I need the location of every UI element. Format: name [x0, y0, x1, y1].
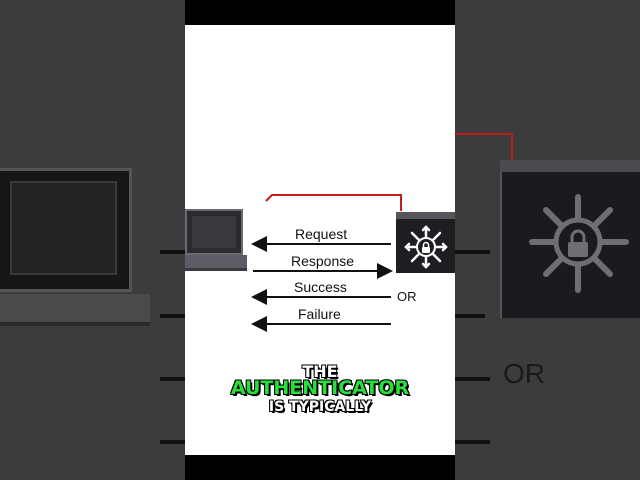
success-label: Success	[294, 279, 347, 295]
background-or-label: OR	[503, 358, 545, 389]
background-arrow	[455, 314, 485, 318]
caption-line-2: AUTHENTICATOR	[230, 376, 410, 400]
failure-label: Failure	[298, 306, 341, 322]
response-label: Response	[291, 253, 355, 269]
letterbox-top	[185, 0, 455, 25]
background-arrow	[160, 440, 185, 444]
background-laptop-icon	[0, 168, 132, 292]
message-arrows	[251, 236, 393, 332]
background-switch-icon	[500, 172, 640, 318]
background-arrow	[160, 250, 185, 254]
authenticator-switch-icon	[396, 212, 455, 273]
letterbox-bottom	[185, 455, 455, 480]
caption-line-1: THE	[302, 361, 339, 382]
or-label: OR	[397, 289, 417, 304]
background-laptop-base	[0, 294, 150, 326]
background-arrow	[160, 314, 185, 318]
video-frame: Request Response Success Failure OR THE …	[185, 25, 455, 455]
request-label: Request	[295, 226, 348, 242]
background-arrow	[455, 250, 490, 254]
background-red-line	[455, 133, 513, 135]
red-link-line	[265, 194, 402, 211]
caption-line-3: IS TYPICALLY	[268, 398, 372, 416]
background-arrow	[455, 440, 490, 444]
supplicant-laptop-icon	[185, 209, 247, 275]
background-arrow	[455, 377, 490, 381]
background-arrow	[160, 377, 185, 381]
background-switch-top	[500, 160, 640, 174]
background-red-line-vertical	[511, 133, 513, 171]
